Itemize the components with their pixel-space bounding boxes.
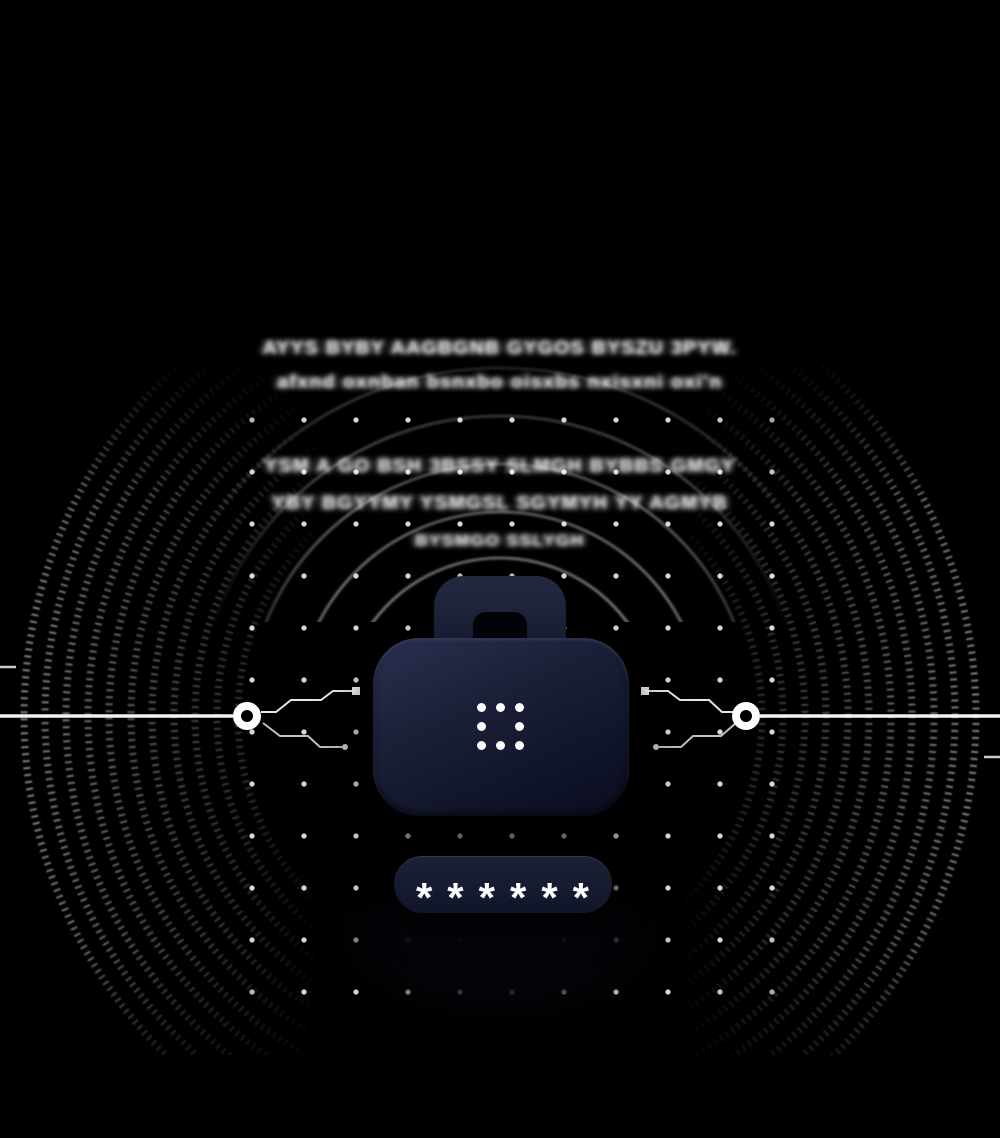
keypad-dot [496, 741, 505, 750]
keypad-dot [477, 703, 486, 712]
subheadline: YSM A GO BSH 3BSSY SLMGH BYBBS GMGY YBY … [0, 448, 1000, 559]
left-node-icon [233, 702, 261, 730]
right-node-icon [732, 702, 760, 730]
password-masked-text: ****** [415, 873, 605, 921]
circuit-lines [0, 665, 1000, 759]
keypad-dots-icon [477, 703, 525, 751]
circuit-markers [342, 687, 659, 750]
keypad-dot [515, 722, 524, 731]
keypad-dot [496, 703, 505, 712]
headline: AYYS BYBY AAGBGNB GYGOS BYSZU 3PYW. afxn… [0, 332, 1000, 400]
subheadline-line1: YSM A GO BSH 3BSSY SLMGH BYBBS GMGY [264, 456, 736, 477]
keypad-dot [477, 722, 486, 731]
headline-line2: afxnd oxnban bsnxbo oisxbs nxisxni oxi'n [277, 372, 723, 393]
headline-line1: AYYS BYBY AAGBGNB GYGOS BYSZU 3PYW. [262, 338, 738, 359]
password-field[interactable]: ****** [394, 856, 612, 918]
keypad-dot [515, 741, 524, 750]
keypad-dot [477, 741, 486, 750]
subheadline-line3: BYSMGO SSLYGH [415, 531, 585, 550]
subheadline-line2: YBY BGYYMY YSMGSL SGYMYH YY AGMYB [271, 493, 729, 514]
keypad-dot [515, 703, 524, 712]
vault-body [373, 638, 629, 816]
